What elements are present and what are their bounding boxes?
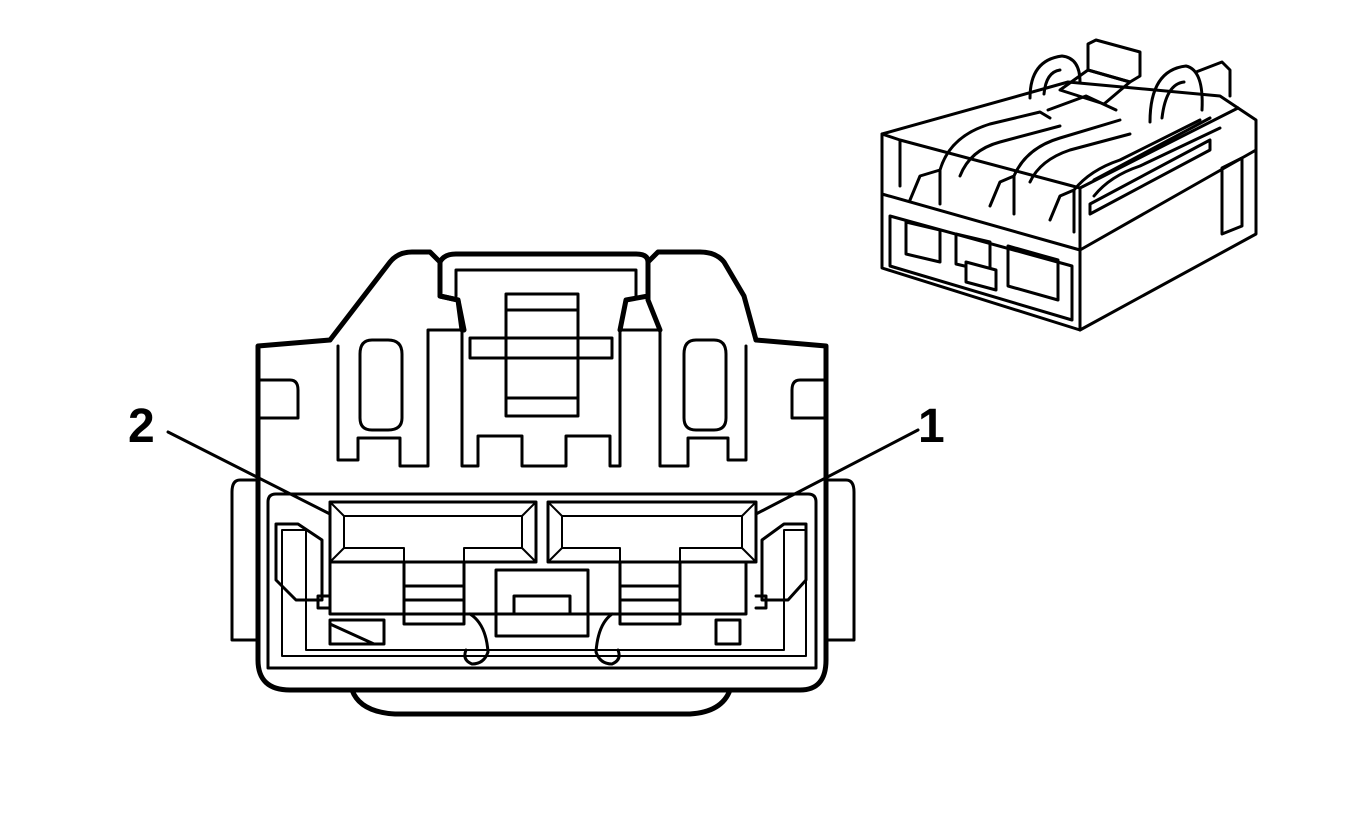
- iso-cavity-3: [1006, 244, 1060, 302]
- callout-label-pin-2: 2: [128, 400, 155, 453]
- left-flex-arm-slot: [358, 338, 404, 432]
- terminal-cavity-inner: [281, 529, 807, 657]
- leader-line-pin-2: [166, 430, 332, 516]
- polarizing-notch-left: [328, 618, 386, 646]
- iso-side-rib: [1220, 156, 1244, 236]
- leader-line-pin-1: [754, 428, 920, 516]
- iso-latch-loop-right: [1148, 64, 1204, 124]
- left-side-rail: [256, 378, 300, 420]
- center-key: [494, 568, 590, 638]
- terminal-cavity-outer: [266, 492, 818, 670]
- iso-channel-left: [908, 110, 1062, 206]
- center-latch: [460, 328, 622, 468]
- iso-side-slot: [1088, 116, 1212, 216]
- iso-channel-right: [1048, 118, 1222, 234]
- connector-bottom-skirt: [349, 687, 733, 717]
- latch-window: [504, 292, 580, 418]
- iso-face-frame: [888, 214, 1074, 322]
- terminal-pin-1: [546, 500, 758, 564]
- lock-tab: [437, 251, 651, 333]
- polarizing-notch-right: [714, 618, 742, 646]
- right-outer-flange: [824, 478, 856, 642]
- right-corner-block: [760, 522, 808, 602]
- left-flex-arm-outer: [336, 328, 464, 468]
- terminal-pin-2: [328, 500, 538, 564]
- iso-latch-peg: [1194, 60, 1232, 98]
- iso-cavity-1: [904, 220, 942, 264]
- right-flex-arm-slot: [682, 338, 728, 432]
- iso-center-key: [964, 260, 998, 292]
- lock-tab-inner: [454, 268, 638, 298]
- iso-channel-center: [988, 118, 1132, 216]
- connector-body: [255, 337, 829, 693]
- connector-face-view: [230, 249, 856, 717]
- callout-label-pin-1: 1: [918, 400, 945, 453]
- right-flex-arm-outer: [618, 328, 748, 468]
- iso-latch-loop-left: [1028, 54, 1082, 100]
- callout-pin-1: 1: [754, 400, 945, 516]
- latch-housing: [327, 249, 759, 343]
- right-side-rail: [790, 378, 828, 420]
- connector-isometric-view: [880, 38, 1258, 332]
- latch-release-curves: [463, 612, 621, 666]
- left-outer-flange: [230, 478, 260, 642]
- iso-latch-tab: [1086, 38, 1142, 84]
- callout-pin-2: 2: [128, 400, 332, 516]
- left-corner-block: [274, 522, 324, 602]
